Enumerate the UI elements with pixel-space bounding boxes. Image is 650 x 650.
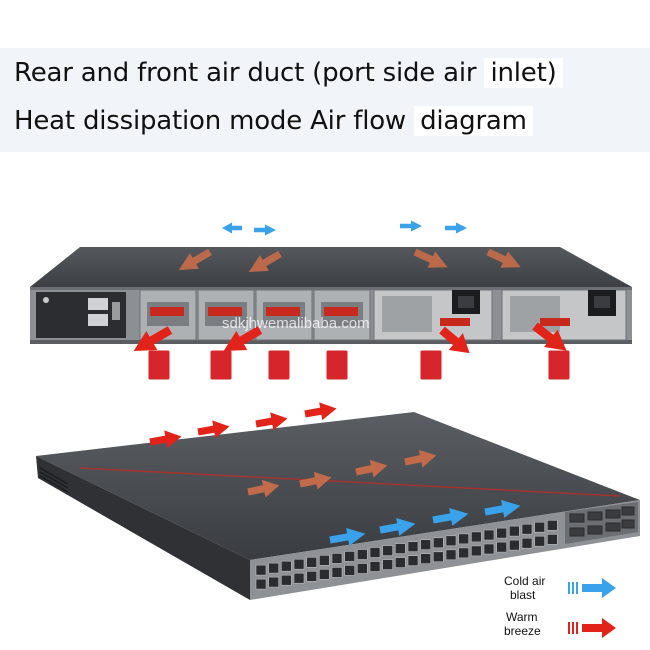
- rj45-port: [546, 533, 558, 545]
- rj45-port: [306, 556, 318, 568]
- warning-tag: [147, 349, 171, 381]
- rj45-port: [483, 529, 495, 541]
- rj45-port: [458, 547, 470, 559]
- rj45-port: [306, 570, 318, 582]
- rj45-port: [432, 537, 444, 549]
- rj45-port: [318, 554, 330, 566]
- rj45-port: [280, 560, 292, 572]
- rj45-ports: [255, 519, 558, 590]
- warning-tag: [325, 349, 349, 381]
- fan-module-3: [255, 289, 313, 341]
- warning-tag: [547, 349, 571, 381]
- rj45-port: [344, 551, 356, 562]
- warning-tag: [267, 349, 291, 381]
- title-line-2-text: Heat dissipation mode Air flow: [14, 106, 406, 136]
- rj45-port: [546, 519, 558, 531]
- rj45-port: [356, 549, 368, 560]
- legend-cold-label: Cold air blast: [504, 574, 545, 602]
- rj45-port: [369, 561, 381, 572]
- cold-air-arrow: [445, 222, 467, 234]
- legend-warm-arrow: [568, 618, 616, 638]
- legend-cold-line2: blast: [510, 588, 536, 602]
- fan-module-2: [197, 289, 255, 341]
- title-line-1-box: inlet): [484, 58, 563, 88]
- rj45-port: [508, 525, 520, 537]
- rj45-port: [508, 539, 520, 551]
- rj45-port: [293, 558, 305, 570]
- rear-switch: [30, 247, 632, 344]
- rj45-port: [331, 553, 343, 564]
- cold-air-arrow: [400, 220, 422, 232]
- rj45-port: [496, 527, 508, 539]
- legend-cold-arrow: [568, 578, 616, 598]
- rj45-port: [534, 521, 546, 533]
- rj45-port: [382, 559, 394, 570]
- front-switch-left-side: [36, 456, 250, 600]
- title-line-2-box: diagram: [414, 106, 533, 136]
- cold-air-arrow: [254, 224, 276, 236]
- rear-cold-air-arrows: [222, 220, 467, 236]
- cold-air-arrow: [222, 222, 242, 234]
- power-supply-2: [501, 289, 627, 341]
- rj45-port: [382, 545, 394, 556]
- rj45-port: [470, 545, 482, 557]
- rj45-port: [445, 549, 457, 561]
- warning-tag: [419, 349, 443, 381]
- rj45-port: [255, 564, 267, 576]
- rj45-port: [458, 533, 470, 545]
- rj45-port: [483, 543, 495, 555]
- warning-tag: [209, 349, 233, 381]
- rj45-port: [420, 539, 432, 551]
- rj45-port: [280, 574, 292, 586]
- rj45-port: [534, 535, 546, 547]
- rj45-port: [268, 562, 280, 574]
- rj45-port: [255, 578, 267, 590]
- fan-module-4: [313, 289, 371, 341]
- legend-warm-label: Warm breeze: [504, 610, 541, 638]
- rj45-port: [407, 541, 419, 553]
- rj45-port: [470, 531, 482, 543]
- legend-cold-line1: Cold air: [504, 574, 546, 588]
- warning-tags: [147, 349, 571, 381]
- rj45-port: [445, 535, 457, 547]
- rj45-port: [268, 576, 280, 588]
- rj45-port: [407, 555, 419, 567]
- rj45-port: [394, 543, 406, 554]
- front-switch-red-line: [79, 467, 621, 497]
- rj45-port: [394, 557, 406, 568]
- front-switch-top: [36, 412, 640, 560]
- title-line-2: Heat dissipation mode Air flow diagram: [14, 106, 533, 136]
- rear-switch-top: [30, 247, 632, 287]
- rj45-port: [521, 523, 533, 535]
- rj45-port: [420, 553, 432, 565]
- title-line-1-text: Rear and front air duct (port side air: [14, 58, 477, 88]
- rj45-port: [318, 568, 330, 580]
- rj45-port: [344, 565, 356, 576]
- rj45-port: [331, 567, 343, 578]
- watermark: sdkjhwemalibaba.com: [222, 315, 370, 332]
- side-vents: [39, 467, 69, 493]
- rj45-port: [432, 551, 444, 563]
- rj45-port: [521, 537, 533, 549]
- rj45-port: [293, 572, 305, 584]
- rj45-port: [356, 563, 368, 574]
- rj45-port: [496, 541, 508, 553]
- power-supply-1: [373, 289, 493, 341]
- management-module: [36, 292, 126, 338]
- warm-air-arrow: [303, 399, 339, 423]
- rj45-port: [369, 547, 381, 558]
- title-line-1: Rear and front air duct (port side air i…: [14, 58, 563, 88]
- legend-warm-line2: breeze: [504, 624, 541, 638]
- legend-warm-line1: Warm: [506, 610, 538, 624]
